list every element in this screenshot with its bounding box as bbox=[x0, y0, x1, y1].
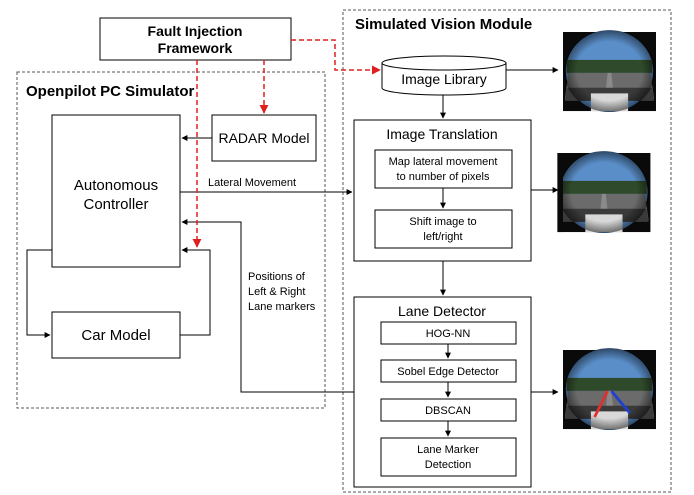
autonomous-controller-box bbox=[51, 114, 181, 268]
road-camera-image-shifted bbox=[557, 151, 651, 233]
fault-arrow-to-image-library bbox=[291, 39, 381, 75]
fault-injection-label-1: Fault Injection bbox=[148, 23, 243, 39]
left-lane-marker-line bbox=[593, 390, 609, 418]
lane-marker-detection-box bbox=[380, 437, 517, 477]
arrow-lane-positions-feedback bbox=[181, 219, 354, 393]
lane-marker-label-2: Detection bbox=[425, 459, 471, 471]
image-library-cylinder bbox=[381, 55, 507, 96]
simulator-title: Openpilot PC Simulator bbox=[26, 83, 195, 100]
hog-nn-label: HOG-NN bbox=[426, 328, 471, 340]
dbscan-label: DBSCAN bbox=[425, 405, 471, 417]
controller-label-1: Autonomous bbox=[74, 177, 158, 194]
fault-injection-label-2: Framework bbox=[158, 40, 233, 56]
map-lateral-label-2: to number of pixels bbox=[397, 171, 490, 183]
map-lateral-label-1: Map lateral movement bbox=[389, 156, 498, 168]
lateral-movement-label: Lateral Movement bbox=[208, 177, 296, 189]
road-camera-image-original bbox=[563, 30, 656, 112]
positions-label-2: Left & Right bbox=[248, 286, 305, 298]
positions-label-3: Lane markers bbox=[248, 301, 316, 313]
image-translation-title: Image Translation bbox=[386, 126, 497, 142]
image-library-label: Image Library bbox=[401, 71, 487, 87]
radar-model-label: RADAR Model bbox=[218, 130, 309, 146]
fault-injection-box bbox=[99, 17, 292, 61]
shift-image-label-2: left/right bbox=[423, 231, 462, 243]
lane-marker-label-1: Lane Marker bbox=[417, 444, 479, 456]
sobel-label: Sobel Edge Detector bbox=[397, 366, 499, 378]
right-lane-marker-line bbox=[610, 390, 632, 415]
arrow-car-to-controller bbox=[180, 247, 211, 336]
road-camera-image-lane-detected bbox=[563, 348, 656, 430]
car-model-label: Car Model bbox=[81, 327, 150, 344]
shift-image-label-1: Shift image to bbox=[409, 216, 476, 228]
arrow-controller-to-car bbox=[26, 249, 52, 338]
shift-image-box bbox=[374, 209, 513, 249]
radar-model-box bbox=[211, 114, 317, 162]
positions-label-1: Positions of bbox=[248, 271, 306, 283]
controller-label-2: Controller bbox=[83, 196, 148, 213]
simulator-container bbox=[16, 71, 326, 409]
lane-detector-title: Lane Detector bbox=[398, 303, 486, 319]
vision-module-title: Simulated Vision Module bbox=[355, 16, 532, 33]
map-lateral-box bbox=[374, 149, 513, 189]
